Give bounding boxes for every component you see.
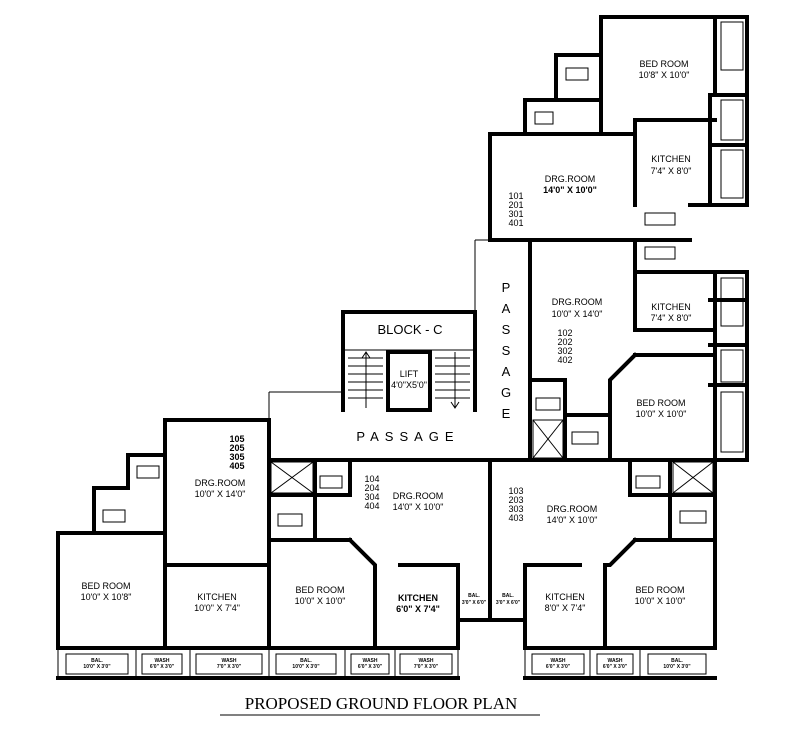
- balcony-size: 10'0" X 3'0": [83, 664, 111, 670]
- room-name: DRG.ROOM: [195, 478, 246, 488]
- room-name: KITCHEN: [651, 302, 691, 312]
- wash-size: 6'0" X 3'0": [603, 664, 628, 670]
- room-name: BED ROOM: [639, 59, 688, 69]
- wash-label: WASH: [551, 658, 566, 664]
- room-name: DRG.ROOM: [547, 504, 598, 514]
- room-size: 14'0" X 10'0": [547, 515, 598, 525]
- passage-label-horizontal: PASSAGE: [356, 429, 459, 444]
- balcony-label: BAL.: [502, 593, 514, 599]
- room-name: KITCHEN: [398, 593, 438, 603]
- wash-label: WASH: [608, 658, 623, 664]
- unit-number: 303: [508, 504, 523, 514]
- core-walls: [268, 239, 490, 420]
- unit-number: 101: [508, 191, 523, 201]
- passage-letter: S: [502, 322, 511, 337]
- passage-letter: A: [502, 301, 511, 316]
- unit-number: 301: [508, 209, 523, 219]
- room-size: 14'0" X 10'0": [393, 502, 444, 512]
- unit-103-walls: [488, 458, 717, 680]
- lift-size: 4'0"X5'0": [391, 380, 427, 390]
- unit-number: 205: [229, 443, 244, 453]
- stair: [343, 349, 475, 409]
- unit-number: 202: [557, 337, 572, 347]
- unit-105-walls: [56, 418, 271, 680]
- unit-number: 405: [229, 461, 244, 471]
- room-size: 10'0" X 10'8": [81, 592, 132, 602]
- unit-number: 203: [508, 495, 523, 505]
- room-size: 10'0" X 14'0": [195, 489, 246, 499]
- room-size: 7'4" X 8'0": [651, 166, 692, 176]
- unit-105-fixtures: [65, 465, 263, 675]
- room-size: 14'0" X 10'0": [543, 185, 597, 195]
- unit-104-walls: [267, 458, 492, 680]
- plan-title: PROPOSED GROUND FLOOR PLAN: [245, 694, 518, 713]
- wash-size: 6'0" X 3'0": [358, 664, 383, 670]
- room-size: 8'0" X 7'4": [545, 603, 586, 613]
- balcony-size: 10'0" X 3'0": [663, 664, 691, 670]
- passage-letter: S: [502, 343, 511, 358]
- balcony-size: 3'0" X 6'0": [496, 600, 521, 606]
- unit-104-fixtures: [270, 461, 453, 675]
- unit-number: 305: [229, 452, 244, 462]
- room-size: 10'0" X 7'4": [194, 603, 240, 613]
- passage-letter: E: [502, 406, 511, 421]
- unit-number: 302: [557, 346, 572, 356]
- passage-letter: P: [502, 280, 511, 295]
- room-name: KITCHEN: [651, 154, 691, 164]
- wash-label: WASH: [222, 658, 237, 664]
- room-size: 10'0" X 14'0": [552, 309, 603, 319]
- passage-letter: G: [501, 385, 511, 400]
- balcony-labels: BAL. 10'0" X 3'0" WASH 6'0" X 3'0" WASH …: [83, 593, 691, 670]
- balcony-label: BAL.: [468, 593, 480, 599]
- passage-label-vertical: P A S S A G E: [501, 280, 511, 421]
- unit-101-fixtures: [534, 21, 744, 226]
- unit-number: 402: [557, 355, 572, 365]
- wash-label: WASH: [363, 658, 378, 664]
- room-size: 7'4" X 8'0": [651, 313, 692, 323]
- room-name: KITCHEN: [545, 592, 585, 602]
- block-label: BLOCK - C: [377, 322, 442, 337]
- unit-number: 403: [508, 513, 523, 523]
- balcony-size: 7'0" X 3'0": [217, 664, 242, 670]
- room-name: BED ROOM: [636, 398, 685, 408]
- unit-102-walls: [528, 238, 749, 462]
- room-name: DRG.ROOM: [552, 297, 603, 307]
- balcony-size: 3'0" X 6'0": [462, 600, 487, 606]
- room-name: DRG.ROOM: [545, 174, 596, 184]
- room-name: KITCHEN: [197, 592, 237, 602]
- room-size: 10'0" X 10'0": [636, 409, 687, 419]
- wash-size: 6'0" X 3'0": [150, 664, 175, 670]
- wash-label: WASH: [419, 658, 434, 664]
- wash-size: 6'0" X 3'0": [546, 664, 571, 670]
- balcony-label: BAL.: [91, 658, 103, 664]
- room-size: 10'0" X 10'0": [295, 596, 346, 606]
- passage-letter: A: [502, 364, 511, 379]
- unit-number: 105: [229, 434, 244, 444]
- room-name: BED ROOM: [635, 585, 684, 595]
- unit-number: 103: [508, 486, 523, 496]
- lift-label: LIFT: [400, 369, 419, 379]
- unit-101-walls: [488, 15, 749, 242]
- room-size: 10'0" X 10'0": [635, 596, 686, 606]
- room-size: 6'0" X 7'4": [396, 604, 440, 614]
- room-name: BED ROOM: [295, 585, 344, 595]
- unit-number: 404: [364, 501, 379, 511]
- unit-number: 401: [508, 218, 523, 228]
- balcony-size: 10'0" X 3'0": [292, 664, 320, 670]
- unit-102-fixtures: [532, 246, 744, 459]
- unit-number: 201: [508, 200, 523, 210]
- balcony-size: 7'0" X 3'0": [414, 664, 439, 670]
- unit-number: 304: [364, 492, 379, 502]
- balcony-label: BAL.: [671, 658, 683, 664]
- balcony-label: BAL.: [300, 658, 312, 664]
- unit-number: 104: [364, 474, 379, 484]
- unit-number: 204: [364, 483, 379, 493]
- room-size: 10'8" X 10'0": [639, 70, 690, 80]
- unit-103-fixtures: [531, 461, 714, 675]
- room-name: DRG.ROOM: [393, 491, 444, 501]
- unit-number: 102: [557, 328, 572, 338]
- room-name: BED ROOM: [81, 581, 130, 591]
- wash-label: WASH: [155, 658, 170, 664]
